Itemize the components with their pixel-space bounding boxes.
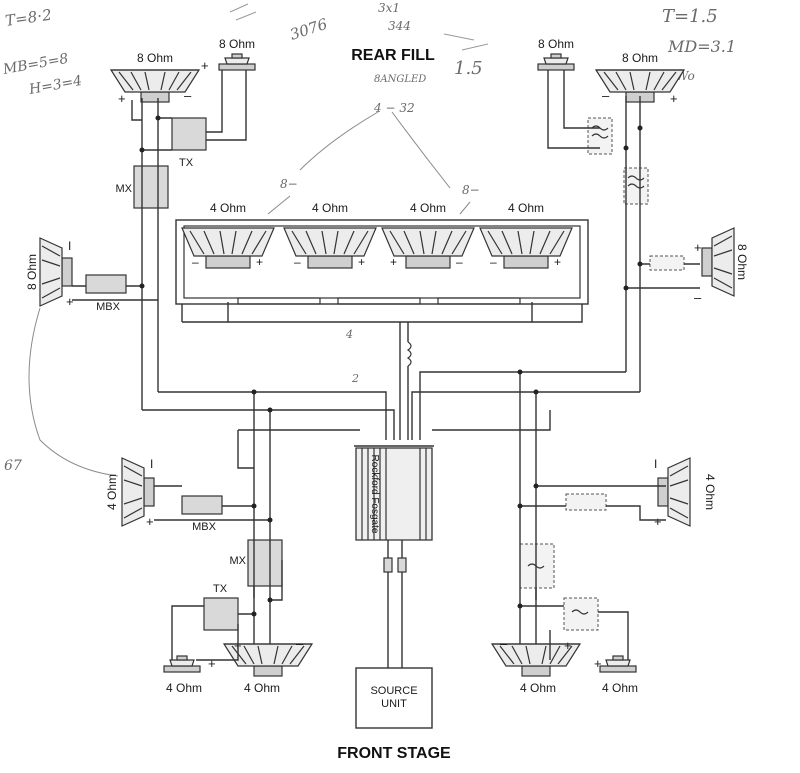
- handwritten-notes: T=8⋅2 MB=5=8 H=3=4 3076 3x1 344 8ANGLED …: [1, 1, 736, 477]
- front-stage-title: FRONT STAGE: [337, 745, 451, 762]
- note-center-8: 8−: [462, 183, 480, 197]
- note-center-2: 3x1: [378, 1, 400, 15]
- sub-1-plus: +: [256, 255, 263, 269]
- sub-4-plus: +: [554, 255, 561, 269]
- note-mid-1: 4: [345, 328, 353, 341]
- front-right-side-bar: I: [654, 457, 657, 471]
- front-label-3: 4 Ohm: [520, 681, 556, 695]
- amplifier: Rockford Fosgate: [354, 445, 434, 668]
- sub-3-minus: –: [456, 255, 463, 269]
- rear-right-side-label: 8 Ohm: [735, 244, 749, 280]
- rear-left-side-label: 8 Ohm: [25, 254, 39, 290]
- front-mx-box: [247, 539, 283, 587]
- note-center-3: 344: [388, 19, 411, 33]
- note-center-1: 3076: [288, 15, 330, 44]
- sub-2-plus: +: [358, 255, 365, 269]
- rear-right-tweeter-label: 8 Ohm: [538, 37, 574, 51]
- front-left-tweeter: [163, 655, 201, 673]
- front-label-4: 4 Ohm: [602, 681, 638, 695]
- note-left-side: 67: [4, 458, 22, 474]
- front-right-mid-plus: +: [564, 638, 572, 653]
- front-label-2: 4 Ohm: [244, 681, 280, 695]
- front-left-side-label: 4 Ohm: [105, 474, 119, 510]
- front-right-tweeter: [599, 655, 637, 673]
- rear-fill-title: REAR FILL: [351, 47, 435, 64]
- source-unit: SOURCE UNIT: [355, 667, 433, 729]
- rear-left-mid-label: 8 Ohm: [137, 51, 173, 65]
- front-tx-label: TX: [213, 583, 228, 595]
- note-center-5: 1.5: [454, 58, 483, 79]
- note-top-left-1: T=8⋅2: [4, 6, 53, 30]
- rear-left-mid-minus: –: [184, 88, 192, 103]
- rear-mx-label: MX: [116, 183, 133, 195]
- rear-right-mid-plus: +: [670, 91, 678, 106]
- sub-4-label: 4 Ohm: [508, 201, 544, 215]
- sub-1-minus: –: [192, 255, 199, 269]
- front-mx-label: MX: [230, 555, 247, 567]
- rear-left-side-plus: +: [66, 294, 74, 309]
- front-right-side-plus: +: [654, 514, 662, 529]
- front-right-mid-minus: –: [500, 636, 508, 651]
- sub-1-label: 4 Ohm: [210, 201, 246, 215]
- rear-tx-box: [171, 117, 207, 151]
- front-mbx-label: MBX: [192, 521, 217, 533]
- front-right-side-speaker: [657, 457, 691, 527]
- note-mid-2: 2: [351, 372, 359, 385]
- rear-wiring: [72, 70, 700, 440]
- rear-mx-box: [133, 165, 169, 209]
- note-top-left-2: MB=5=8: [1, 51, 70, 78]
- source-unit-line1: SOURCE: [370, 685, 417, 697]
- front-mbx-box: [181, 495, 223, 515]
- sub-2-minus: –: [294, 255, 301, 269]
- rear-left-side-bar: I: [68, 239, 71, 253]
- sub-3-plus: +: [390, 255, 397, 269]
- rear-mbx-box: [85, 274, 127, 294]
- note-center-7: 8−: [280, 177, 298, 191]
- rear-left-tweeter-label: 8 Ohm: [219, 37, 255, 51]
- note-center-4: 8ANGLED: [374, 74, 426, 85]
- front-left-mid-minus: –: [296, 636, 304, 651]
- note-top-right-1: T=1.5: [662, 6, 718, 27]
- front-label-1: 4 Ohm: [166, 681, 202, 695]
- rear-right-side-speaker: [701, 227, 735, 297]
- front-left-side-bar: I: [150, 457, 153, 471]
- rear-tx-label: TX: [179, 157, 194, 169]
- rear-right-mid-label: 8 Ohm: [622, 51, 658, 65]
- front-tx-box: [203, 597, 239, 631]
- front-section: 4 Ohm I + MBX MX TX + + – 4 Ohm 4 Ohm 4 …: [105, 457, 717, 695]
- rear-right-side-plus: +: [694, 240, 702, 255]
- rear-right-mid-minus: –: [602, 88, 610, 103]
- front-right-side-label: 4 Ohm: [703, 474, 717, 510]
- rear-left-tweeter: [218, 53, 256, 71]
- note-center-6: 4 − 32: [373, 101, 415, 115]
- front-left-tweeter-plus: +: [208, 656, 216, 671]
- rear-right-side-minus: –: [694, 290, 702, 305]
- sub-2-label: 4 Ohm: [312, 201, 348, 215]
- source-unit-line2: UNIT: [381, 698, 407, 710]
- rear-left-mid-plus: +: [118, 91, 126, 106]
- note-top-right-2: MD=3.1: [667, 37, 736, 56]
- sub-3-label: 4 Ohm: [410, 201, 446, 215]
- amp-brand-label: Rockford Fosgate: [369, 455, 380, 534]
- rear-mbx-label: MBX: [96, 301, 121, 313]
- front-wiring: [154, 369, 666, 661]
- note-top-left-3: H=3=4: [27, 73, 83, 98]
- rear-left-tweeter-plus: +: [201, 58, 209, 73]
- rear-section: 8 Ohm + – 8 Ohm + TX MX 8 Ohm I + MBX 8 …: [25, 37, 749, 323]
- sub-4-minus: –: [490, 255, 497, 269]
- front-left-side-plus: +: [146, 514, 154, 529]
- front-right-tweeter-plus: +: [594, 656, 602, 671]
- rear-right-tweeter: [537, 53, 575, 71]
